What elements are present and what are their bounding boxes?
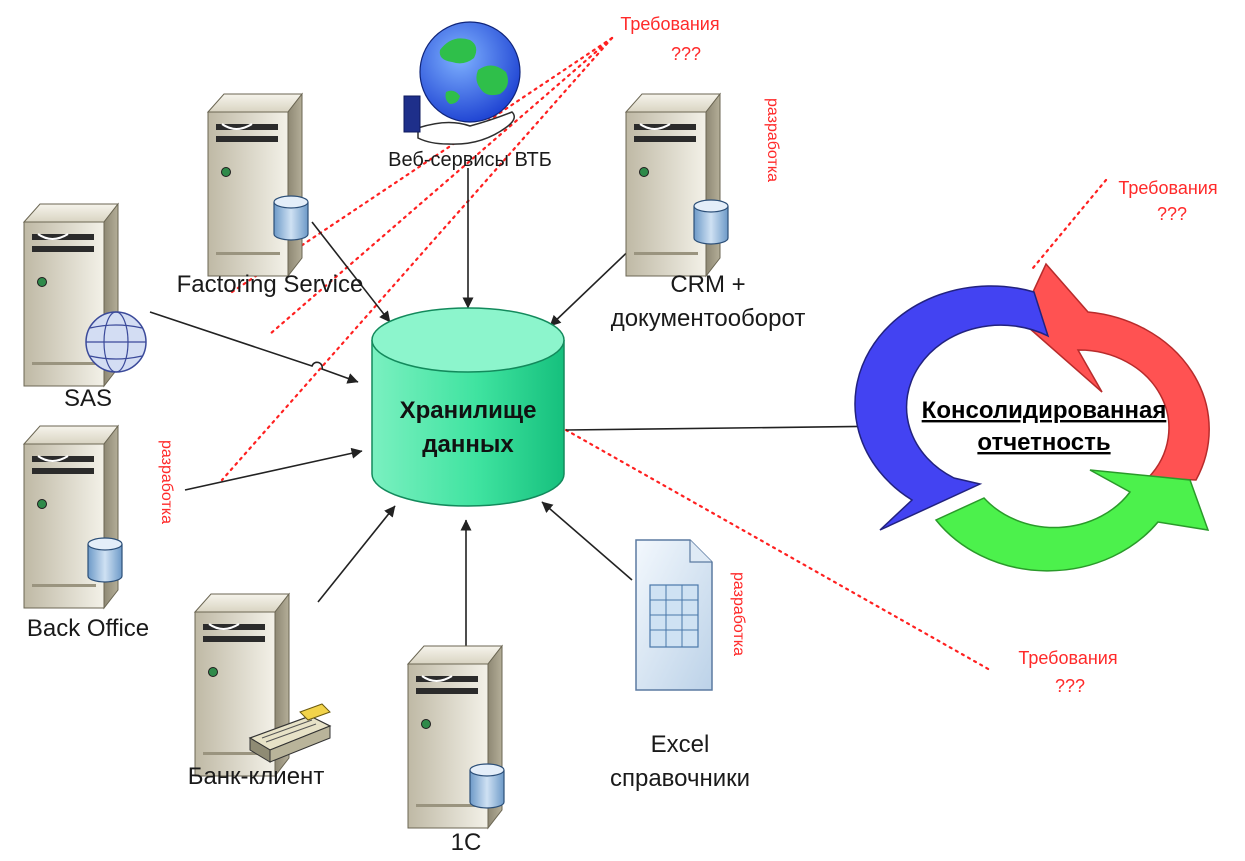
requirements-top-line1: Требования [620, 14, 719, 34]
bank-client-label: Банк-клиент [188, 763, 325, 790]
reporting-cycle-arrows [854, 262, 1210, 572]
sas-label: SAS [64, 385, 112, 412]
factoring-service-label: Factoring Service [177, 271, 364, 298]
crm-label-line1: CRM + [670, 271, 745, 298]
consolidated-reporting-line2: отчетность [977, 429, 1110, 456]
crm-dev-tag: разработка [764, 98, 781, 182]
web-services-icon [403, 21, 521, 145]
requirements-bottom-line1: Требования [1018, 648, 1117, 668]
hub-label-line2: данных [422, 431, 514, 458]
excel-document-icon [635, 539, 713, 691]
crm-label-line2: документооборот [611, 305, 806, 332]
hub-label-line1: Хранилище [400, 397, 537, 424]
back-office-label: Back Office [27, 615, 149, 642]
excel-label-line2: справочники [610, 765, 750, 792]
bank-client-server [194, 593, 332, 777]
connectors [149, 168, 899, 670]
web-services-label: Веб-сервисы ВТБ [388, 149, 552, 171]
consolidated-reporting-line1: Консолидированная [922, 397, 1167, 424]
requirements-right-line2: ??? [1157, 204, 1187, 224]
requirements-top-line2: ??? [671, 44, 701, 64]
terminal-device-icon [248, 703, 332, 763]
data-warehouse-hub: Хранилище данных [371, 307, 565, 507]
crm-server [625, 93, 729, 277]
requirements-right-line1: Требования [1118, 178, 1217, 198]
factoring-service-server [207, 93, 309, 277]
excel-dev-tag: разработка [730, 572, 747, 656]
requirements-bottom-line2: ??? [1055, 676, 1085, 696]
back-office-server [23, 425, 123, 609]
one-c-server [407, 645, 505, 829]
sas-server [23, 203, 147, 387]
excel-label-line1: Excel [651, 731, 710, 758]
network-globe-icon [85, 311, 147, 373]
back-office-dev-tag: разработка [158, 440, 175, 524]
one-c-label: 1C [451, 829, 482, 856]
